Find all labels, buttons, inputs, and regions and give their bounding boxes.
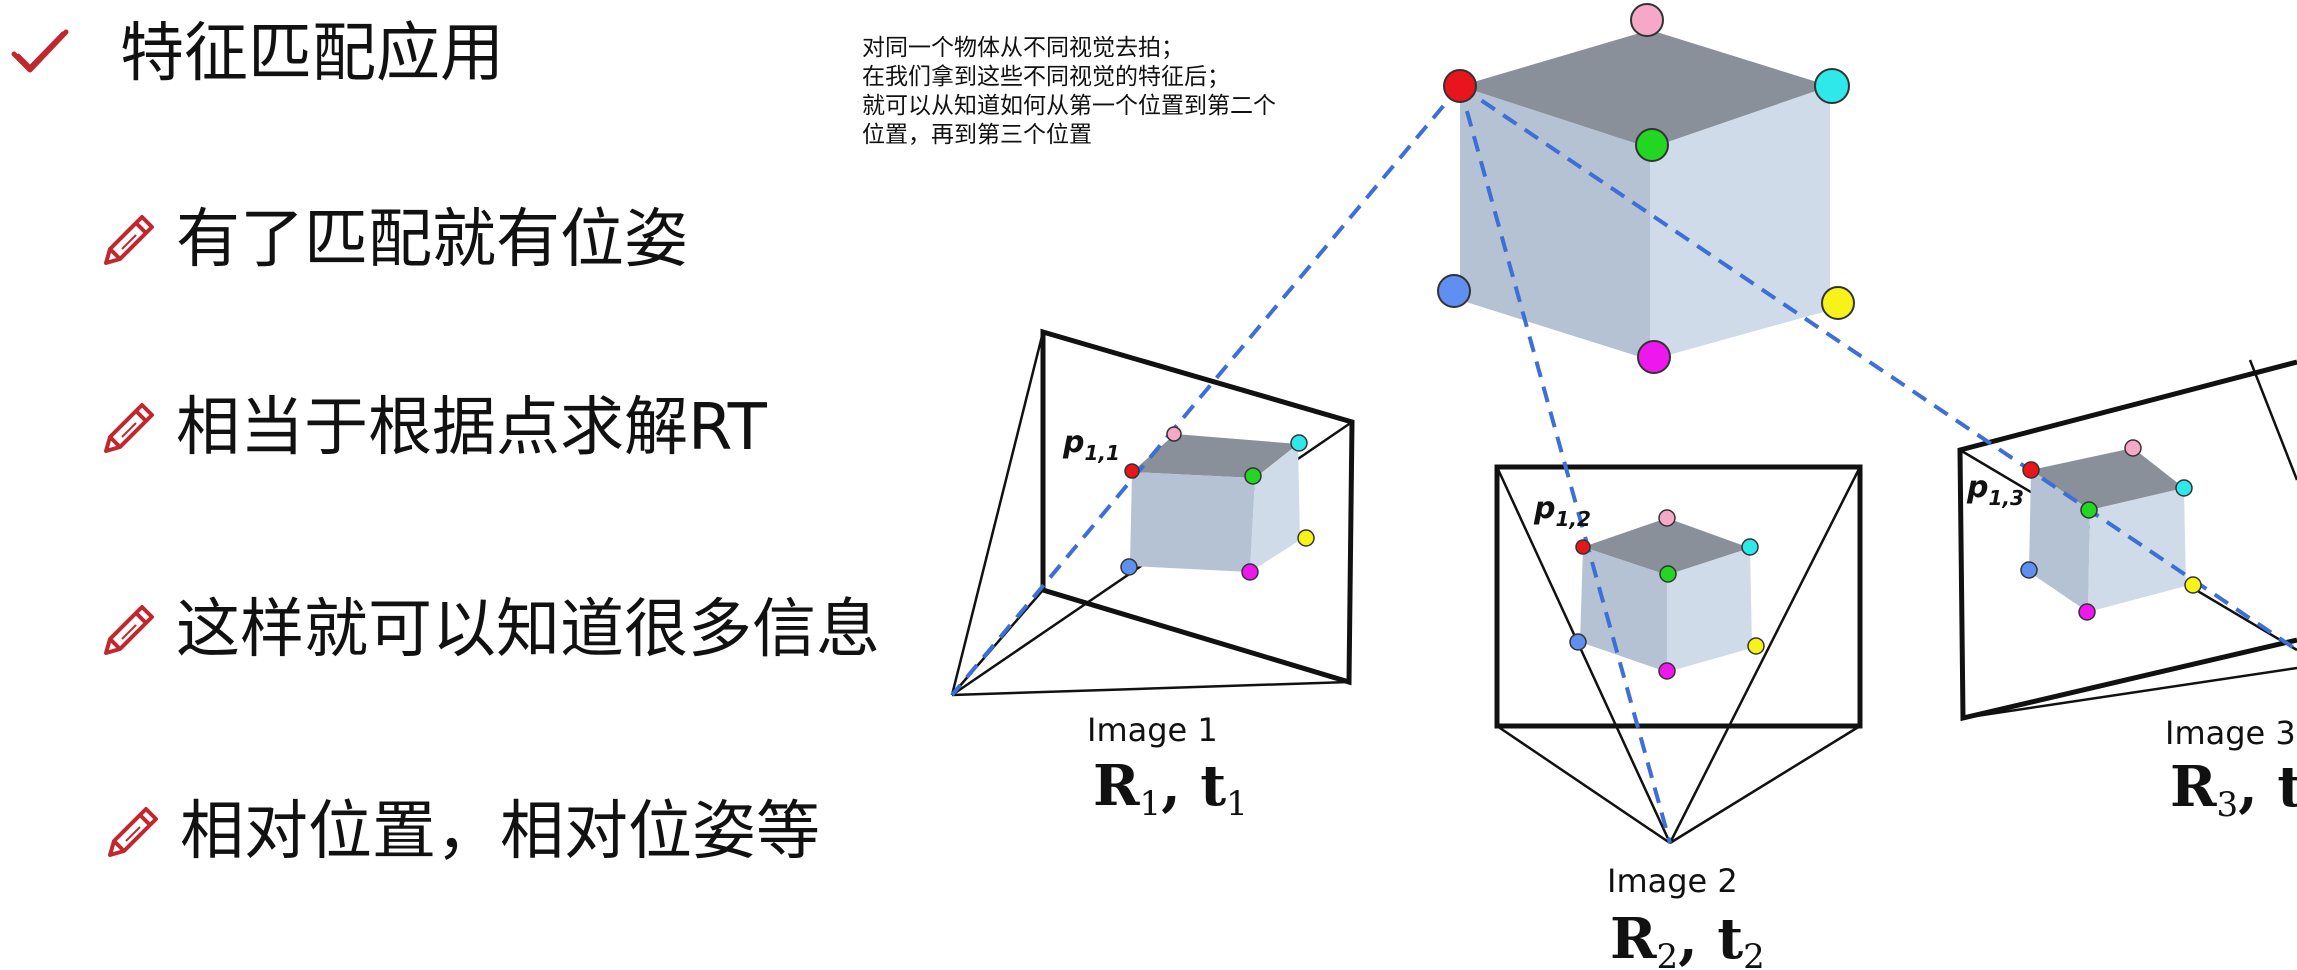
main-cube-keypoints bbox=[1437, 3, 1855, 374]
keypoint-dot bbox=[1166, 426, 1182, 442]
keypoint-dot bbox=[1658, 509, 1676, 527]
pencil-icon bbox=[104, 215, 154, 265]
image-label-2: Image 2 bbox=[1607, 862, 1738, 900]
keypoint-dot bbox=[2078, 603, 2096, 621]
camera-frustum-2 bbox=[1494, 464, 1863, 845]
pencil-icon bbox=[104, 403, 154, 453]
keypoint-dot bbox=[1241, 563, 1259, 581]
point-label-2: p1,2 bbox=[1533, 491, 1591, 531]
bullet-text: 相对位置，相对位姿等 bbox=[180, 795, 820, 869]
bullet-item: 这样就可以知道很多信息 bbox=[96, 590, 880, 670]
pose-label-2: R2, t2 bbox=[1610, 906, 1765, 970]
projection-lines bbox=[950, 84, 2297, 844]
image-1-cube bbox=[1130, 434, 1300, 572]
image-label-1: Image 1 bbox=[1087, 711, 1218, 749]
main-cube bbox=[1460, 30, 1830, 360]
keypoint-dot bbox=[1630, 3, 1664, 37]
image-3-cube bbox=[2029, 448, 2186, 612]
keypoint-dot bbox=[2020, 561, 2038, 579]
keypoint-dot bbox=[1437, 274, 1471, 308]
keypoint-dot bbox=[1658, 662, 1676, 680]
image-1-keypoints bbox=[1120, 426, 1315, 581]
note-line: 对同一个物体从不同视觉去拍； bbox=[862, 35, 1184, 61]
bullet-item: 相当于根据点求解RT bbox=[96, 388, 767, 468]
keypoint-dot bbox=[1741, 538, 1759, 556]
note-text: 对同一个物体从不同视觉去拍； 在我们拿到这些不同视觉的特征后； 就可以从知道如何… bbox=[862, 34, 1382, 150]
keypoint-dot bbox=[2124, 439, 2142, 457]
pencil-icon bbox=[104, 605, 154, 655]
image-3-keypoints bbox=[2020, 439, 2202, 621]
keypoint-dot bbox=[1659, 565, 1677, 583]
keypoint-dot bbox=[1124, 463, 1140, 479]
pose-label-1: R1, t1 bbox=[1093, 753, 1248, 824]
title-text: 特征匹配应用 bbox=[120, 17, 504, 91]
keypoint-dot bbox=[2022, 461, 2040, 479]
pose-label-3: R3, t3 bbox=[2170, 754, 2297, 825]
point-label-3: p1,3 bbox=[1966, 470, 2024, 510]
bullet-text: 这样就可以知道很多信息 bbox=[176, 593, 880, 667]
keypoint-dot bbox=[2175, 479, 2193, 497]
bullet-text: 有了匹配就有位姿 bbox=[176, 203, 688, 277]
keypoint-dot bbox=[2080, 501, 2098, 519]
note-line: 就可以从知道如何从第一个位置到第二个 bbox=[862, 93, 1276, 119]
bullet-text: 相当于根据点求解RT bbox=[176, 391, 767, 465]
keypoint-dot bbox=[1821, 286, 1855, 320]
keypoint-dot bbox=[1290, 434, 1308, 452]
check-icon bbox=[11, 29, 69, 73]
keypoint-dot bbox=[1814, 68, 1850, 104]
note-line: 在我们拿到这些不同视觉的特征后； bbox=[862, 64, 1230, 90]
keypoint-dot bbox=[2184, 576, 2202, 594]
slide-title: 特征匹配应用 bbox=[8, 14, 504, 94]
keypoint-dot bbox=[1244, 467, 1262, 485]
keypoint-dot bbox=[1443, 69, 1477, 103]
keypoint-dot bbox=[1120, 558, 1138, 576]
keypoint-dot bbox=[1297, 529, 1315, 547]
pencil-icon bbox=[108, 807, 158, 857]
keypoint-dot bbox=[1747, 637, 1765, 655]
image-2-keypoints bbox=[1569, 509, 1765, 680]
point-label-1: p1,1 bbox=[1062, 425, 1120, 465]
bullet-item: 相对位置，相对位姿等 bbox=[100, 792, 820, 872]
keypoint-dot bbox=[1569, 633, 1587, 651]
keypoint-dot bbox=[1635, 128, 1669, 162]
keypoint-dot bbox=[1637, 340, 1671, 374]
image-label-3: Image 3 bbox=[2165, 714, 2296, 752]
keypoint-dot bbox=[1575, 539, 1591, 555]
note-line: 位置，再到第三个位置 bbox=[862, 122, 1092, 148]
bullet-item: 有了匹配就有位姿 bbox=[96, 200, 688, 280]
image-2-cube bbox=[1580, 518, 1752, 672]
